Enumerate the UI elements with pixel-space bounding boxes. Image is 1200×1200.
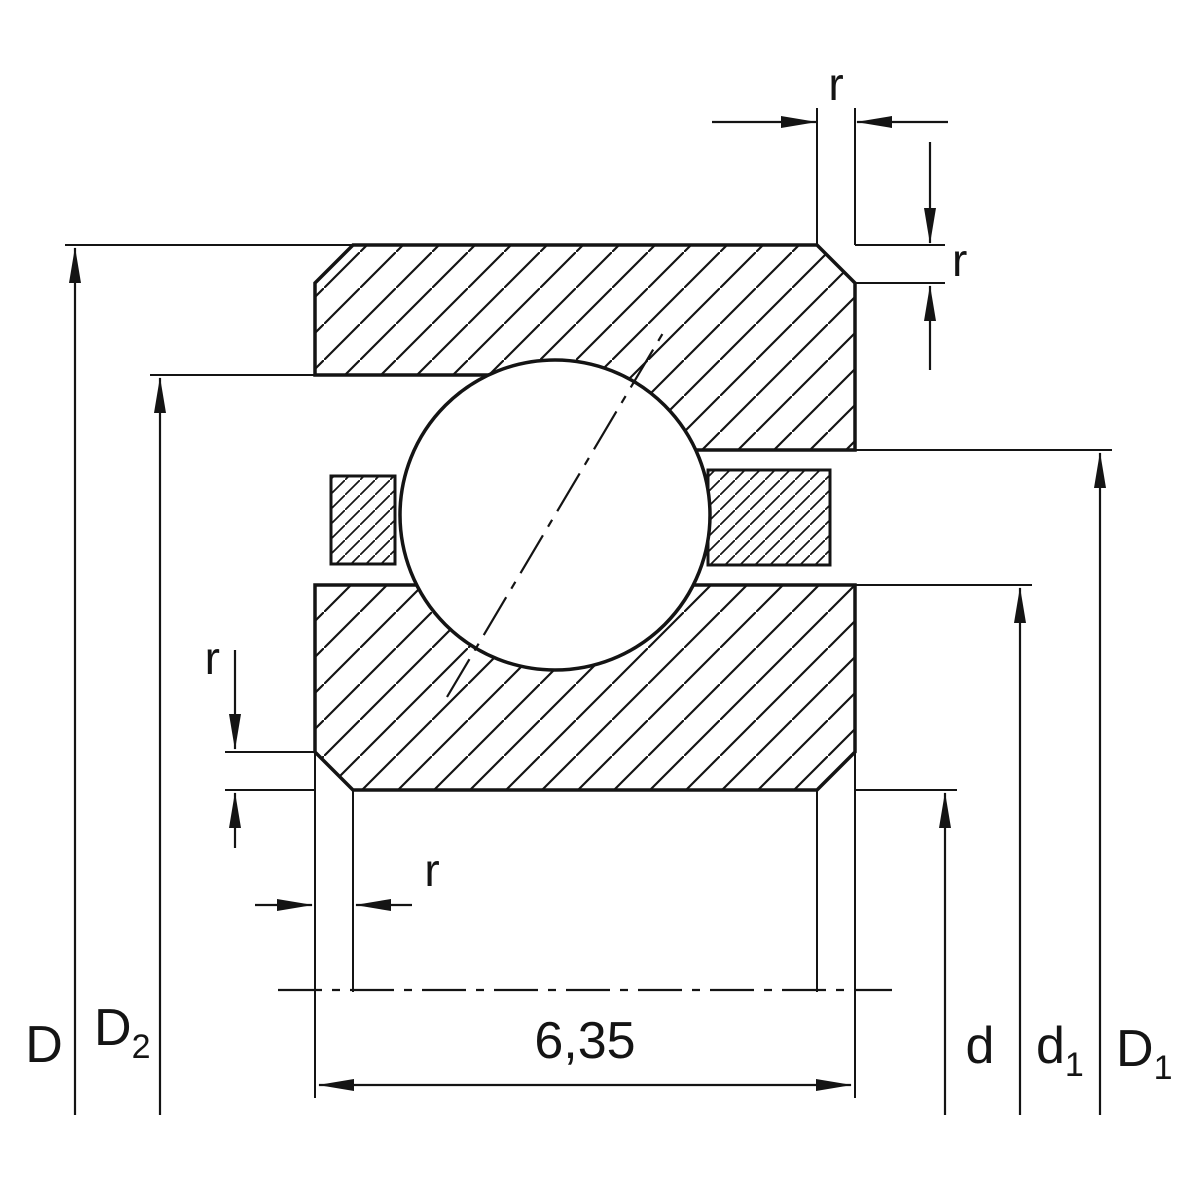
- dim-label-bore-diameter-d: d: [966, 1017, 995, 1075]
- dim-label-r-top: r: [828, 58, 843, 110]
- dim-label-d1-sub: 1: [1065, 1046, 1084, 1084]
- dim-label-D2-sub: 2: [132, 1028, 151, 1066]
- dim-label-D1: D1: [1116, 1020, 1172, 1087]
- dim-label-r-right: r: [952, 234, 967, 286]
- ball: [398, 358, 712, 672]
- dim-label-D1-base: D: [1116, 1020, 1154, 1078]
- dim-label-r-left: r: [205, 632, 220, 684]
- dim-label-D2: D2: [94, 999, 150, 1066]
- dim-label-D2-base: D: [94, 999, 132, 1057]
- dimension-labels: r r r r 6,35 D D2 d d1 D1: [25, 58, 1172, 1087]
- dim-label-D1-sub: 1: [1154, 1049, 1173, 1087]
- dim-label-outer-diameter-D: D: [25, 1016, 63, 1074]
- cage-right-section: [706, 468, 832, 567]
- inner-ring-section: [313, 583, 857, 792]
- dim-label-width: 6,35: [534, 1012, 635, 1070]
- extension-lines: [65, 108, 1112, 1098]
- outer-ring-section: [313, 243, 857, 452]
- dimension-lines: [69, 116, 1106, 1115]
- dim-label-d1: d1: [1036, 1017, 1084, 1084]
- bearing-section: [313, 243, 857, 792]
- cage-left-section: [329, 474, 397, 566]
- center-lines: [278, 332, 892, 992]
- dim-label-r-bottom: r: [424, 844, 439, 896]
- dim-label-d1-base: d: [1036, 1017, 1065, 1075]
